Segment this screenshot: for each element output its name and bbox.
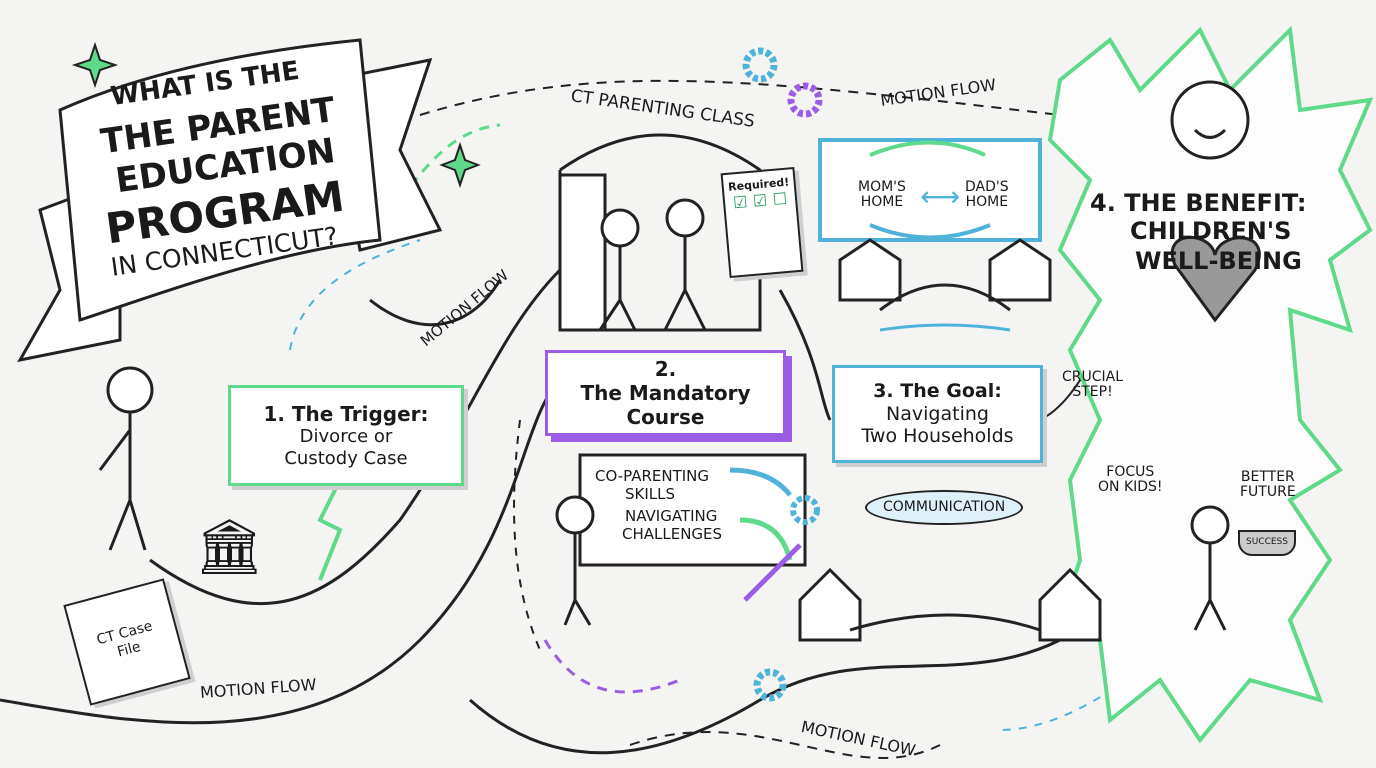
crucial-step-label: CrucialStep! bbox=[1062, 369, 1124, 401]
better-line-1: Better bbox=[1240, 469, 1295, 485]
dad-label-2: Home bbox=[965, 194, 1009, 211]
crucial-line-2: Step! bbox=[1072, 384, 1113, 401]
step2-heading-3: Course bbox=[626, 405, 705, 429]
board-text-4: Challenges bbox=[622, 525, 723, 543]
step3-heading-3: Two Households bbox=[861, 425, 1014, 448]
dad-home-label: Dad'sHome bbox=[965, 179, 1009, 211]
board-text-1: Co-Parenting bbox=[595, 467, 710, 485]
board-text-3: Navigating bbox=[625, 507, 718, 525]
mom-label-2: Home bbox=[860, 194, 904, 211]
step4-heading-3: Well-Being bbox=[1135, 247, 1302, 275]
dad-label-1: Dad's bbox=[965, 179, 1009, 195]
focus-kids-label: Focuson Kids! bbox=[1098, 464, 1163, 496]
focus-line-2: on Kids! bbox=[1098, 479, 1163, 496]
mom-label-1: Mom's bbox=[858, 179, 906, 195]
step1-box: 1. The Trigger: Divorce or Custody Case bbox=[228, 385, 464, 486]
step2-heading-2: The Mandatory bbox=[580, 381, 751, 405]
step3-heading-2: Navigating bbox=[886, 402, 989, 425]
step2-box: 2. The Mandatory Course bbox=[545, 350, 786, 436]
better-line-2: Future bbox=[1240, 484, 1296, 501]
crucial-line-1: Crucial bbox=[1062, 369, 1124, 385]
step1-line2: Divorce or bbox=[299, 425, 393, 447]
trophy-label: Success bbox=[1238, 530, 1296, 556]
mom-home-label: Mom'sHome bbox=[858, 179, 906, 211]
courthouse-icon: 🏛 bbox=[195, 515, 264, 578]
two-way-arrow-icon: ⟷ bbox=[920, 180, 961, 213]
step1-heading: 1. The Trigger: bbox=[263, 401, 429, 426]
step3-heading-1: 3. The Goal: bbox=[873, 379, 1002, 402]
step4-heading-2: Children's bbox=[1130, 217, 1292, 245]
better-future-label: BetterFuture bbox=[1240, 469, 1296, 501]
checkbox-icon: ☑ ☑ ☐ bbox=[732, 188, 788, 213]
required-clipboard: Required! ☑ ☑ ☐ bbox=[720, 166, 804, 279]
step3-box: 3. The Goal: Navigating Two Households bbox=[832, 365, 1043, 463]
communication-bubble: Communication bbox=[865, 490, 1024, 526]
board-text-2: Skills bbox=[625, 485, 676, 503]
step4-heading-1: 4. The Benefit: bbox=[1090, 189, 1307, 217]
focus-line-1: Focus bbox=[1106, 464, 1155, 480]
step2-heading-1: 2. bbox=[654, 357, 677, 381]
step1-line3: Custody Case bbox=[284, 447, 408, 469]
